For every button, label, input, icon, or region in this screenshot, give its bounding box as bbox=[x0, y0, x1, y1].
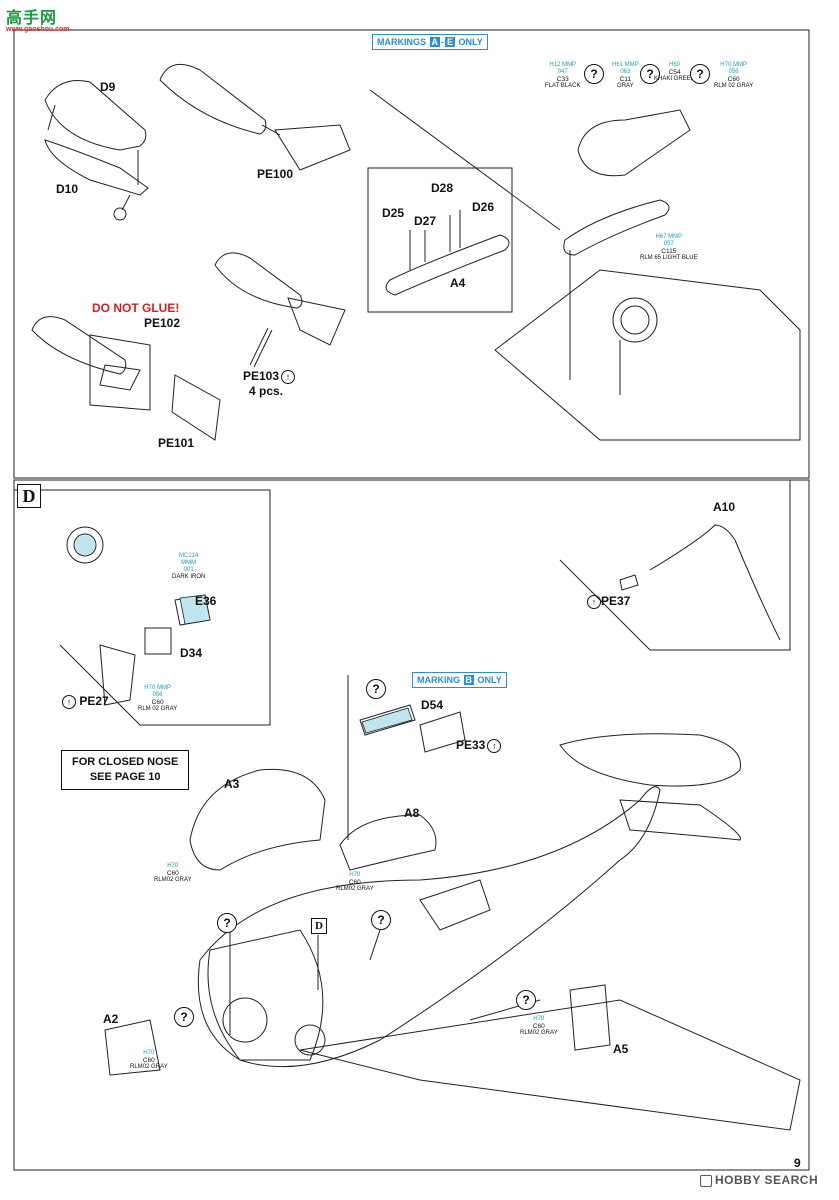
unknown-color-icon: ? bbox=[366, 679, 386, 699]
paint-callout-rlm02-small: H70 MMP 056 C60 RLM 02 GRAY bbox=[138, 685, 178, 712]
unknown-color-icon: ? bbox=[584, 64, 604, 84]
part-d28-label: D28 bbox=[431, 181, 454, 195]
markings-suffix: ONLY bbox=[458, 37, 483, 47]
paint-callout-a8-rlm02: H70 C60 RLM02 GRAY bbox=[336, 872, 374, 892]
part-d34-label: D34 bbox=[180, 646, 203, 660]
page-number: 9 bbox=[794, 1156, 801, 1170]
paint-callout-a2-rlm02: H70 C60 RLM02 GRAY bbox=[130, 1050, 168, 1070]
logo-text: 高手网 bbox=[6, 8, 58, 27]
bottom-panel-frame bbox=[13, 479, 810, 1171]
part-a4-label: A4 bbox=[450, 276, 466, 290]
paint-callout-gray: H61 MMP 063 C11 GRAY bbox=[612, 62, 639, 89]
markings-prefix: MARKINGS bbox=[377, 37, 426, 47]
part-pe103-qty: 4 pcs. bbox=[249, 384, 284, 398]
flip-arrow-icon: ↑ bbox=[281, 369, 296, 384]
paint-callout-khaki-green: H60 C54 KHAKI GREEN bbox=[654, 62, 696, 82]
paint-callout-flat-black: H12 MMP 047 C33 FLAT BLACK bbox=[545, 62, 581, 89]
unknown-color-icon: ? bbox=[217, 913, 237, 933]
part-a5-label: A5 bbox=[613, 1042, 629, 1056]
flip-arrow-icon: ↑ bbox=[62, 694, 76, 709]
markings-letter-e: E bbox=[445, 37, 456, 47]
part-pe27-label: ↑ PE27 bbox=[60, 694, 109, 709]
part-d27-label: D27 bbox=[414, 214, 437, 228]
unknown-color-icon: ? bbox=[516, 990, 536, 1010]
part-a2-label: A2 bbox=[103, 1012, 119, 1026]
step-d-reference: D bbox=[311, 918, 327, 934]
paint-callout-a3-rlm02: H70 C60 RLM02 GRAY bbox=[154, 863, 192, 883]
part-d54-label: D54 bbox=[421, 698, 444, 712]
unknown-color-icon: ? bbox=[690, 64, 710, 84]
part-pe37-label: ↑PE37 bbox=[585, 594, 630, 609]
unknown-color-icon: ? bbox=[371, 910, 391, 930]
markings-letter-a: A bbox=[429, 37, 441, 47]
watermark: HOBBY SEARCH bbox=[700, 1173, 818, 1187]
unknown-color-icon: ? bbox=[174, 1007, 194, 1027]
part-pe102-label: PE102 bbox=[144, 316, 181, 330]
flip-arrow-icon: ↑ bbox=[487, 738, 502, 753]
part-pe103-label: PE103↑ bbox=[243, 369, 296, 384]
part-d9-label: D9 bbox=[100, 80, 116, 94]
part-d10-label: D10 bbox=[56, 182, 79, 196]
step-d-marker: D bbox=[17, 484, 41, 508]
do-not-glue-warning: DO NOT GLUE! bbox=[92, 301, 180, 315]
part-a3-label: A3 bbox=[224, 777, 240, 791]
paint-callout-dark-iron: MC214 MMM 001 DARK IRON bbox=[172, 553, 206, 580]
top-panel-frame bbox=[13, 29, 810, 479]
marking-b-badge: MARKING B ONLY bbox=[412, 672, 507, 688]
paint-callout-rlm02: H70 MMP 056 C60 RLM 02 GRAY bbox=[714, 62, 754, 89]
markings-sep: - bbox=[441, 37, 445, 47]
watermark-logo-icon bbox=[700, 1174, 712, 1187]
part-d25-label: D25 bbox=[382, 206, 405, 220]
paint-callout-light-blue: H67 MMP 057 C115 RLM 65 LIGHT BLUE bbox=[640, 234, 698, 261]
logo: 高手网 www.gaoshou.com bbox=[6, 4, 70, 33]
part-e36-label: E36 bbox=[195, 594, 217, 608]
part-pe100-label: PE100 bbox=[257, 167, 294, 181]
markings-a-e-badge: MARKINGS A-E ONLY bbox=[372, 34, 488, 50]
closed-nose-note: FOR CLOSED NOSE SEE PAGE 10 bbox=[61, 750, 190, 790]
paint-callout-a5-rlm02: H70 C60 RLM02 GRAY bbox=[520, 1016, 558, 1036]
unknown-color-icon: ? bbox=[640, 64, 660, 84]
logo-url: www.gaoshou.com bbox=[6, 26, 70, 33]
flip-arrow-icon: ↑ bbox=[587, 594, 601, 609]
part-pe101-label: PE101 bbox=[158, 436, 195, 450]
part-d26-label: D26 bbox=[472, 200, 495, 214]
part-pe33-label: PE33↑ bbox=[456, 738, 502, 753]
part-a8-label: A8 bbox=[404, 806, 420, 820]
part-a10-label: A10 bbox=[713, 500, 736, 514]
